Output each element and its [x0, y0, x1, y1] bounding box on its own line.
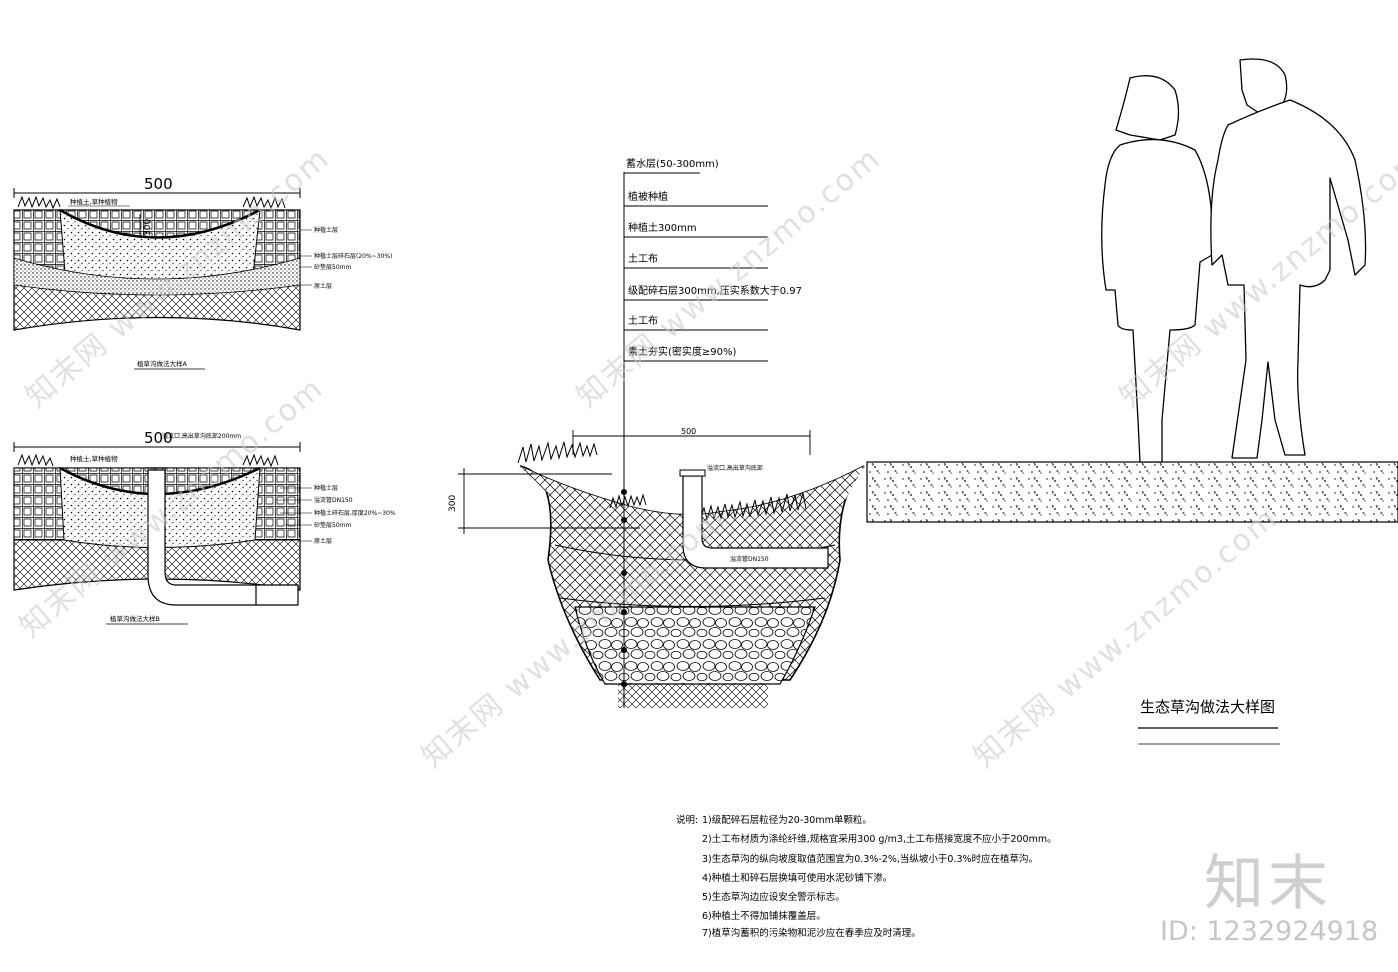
detail-b-dimension: 500 [144, 429, 173, 447]
main-leader-dots [621, 489, 627, 687]
detail-b-layer-label: 种植土碎石层,厚度20%~30% [314, 509, 396, 517]
detail-a-caption: 植草沟做法大样A [137, 359, 188, 368]
detail-b-layer-label: 种植土层 [314, 484, 338, 492]
detail-b-surface-label: 种植土,草种植物 [70, 454, 118, 463]
detail-b-layer-labels: 种植土层 溢流管DN150 种植土碎石层,厚度20%~30% 砂垫层50mm 原… [275, 484, 396, 545]
main-layer-label: 蓄水层(50-300mm) [626, 158, 719, 170]
detail-b-top-label: 溢流口,高出草沟底部200mm [162, 432, 241, 440]
detail-b-layer-label: 砂垫层50mm [314, 521, 351, 529]
main-layer-label: 植被种植 [628, 190, 668, 203]
design-notes: 说明: 1)级配碎石层粒径为20-30mm单颗粒。 2)土工布材质为涤纶纤维,规… [676, 811, 1057, 940]
image-id-watermark: ID: 1232924918 [1160, 916, 1379, 947]
drawing-title: 生态草沟做法大样图 [1140, 698, 1275, 716]
main-layer-labels: 蓄水层(50-300mm) 植被种植 种植土300mm 土工布 级配碎石层300… [626, 158, 802, 358]
detail-a-layer-labels: 种植土层 种植土层碎石层(20%~30%) 砂垫层50mm 原土层 [300, 226, 392, 290]
detail-b-layer-label: 原土层 [314, 537, 332, 545]
pavement-slab [866, 461, 1398, 523]
detail-a-layer-label: 砂垫层50mm [314, 263, 351, 271]
note-item: 5)生态草沟边应设安全警示标志。 [702, 892, 845, 904]
main-overflow-label: 溢流口,高出草沟底部 [707, 464, 763, 472]
detail-b-caption: 植草沟做法大样B [110, 614, 160, 623]
note-item: 1)级配碎石层粒径为20-30mm单颗粒。 [702, 815, 872, 826]
notes-list: 1)级配碎石层粒径为20-30mm单颗粒。 2)土工布材质为涤纶纤维,规格宜采用… [676, 811, 1057, 940]
note-item: 6)种植土不得加铺抹覆盖层。 [702, 911, 826, 923]
main-section: 溢流口,高出草沟底部 溢流管DN150 500 300 蓄水层(50-300mm… [448, 158, 865, 708]
main-layer-label: 土工布 [628, 314, 658, 327]
notes-heading: 说明: [676, 815, 699, 826]
note-item: 3)生态草沟的纵向坡度取值范围宜为0.3%-2%,当纵坡小于0.3%时应在植草沟… [702, 853, 1039, 865]
detail-b: 500 溢流口,高出草沟底部200mm 种植土,草种植物 种植土层 溢流管DN1… [13, 429, 396, 625]
note-item: 2)土工布材质为涤纶纤维,规格宜采用300 g/m3,土工布搭接宽度不应小于20… [702, 834, 1057, 846]
main-dimension-top: 500 [681, 427, 696, 436]
main-layer-label: 素土夯实(密实度≥90%) [628, 345, 737, 358]
people-figures [1101, 58, 1367, 463]
main-pipe-label: 溢流管DN150 [730, 555, 769, 563]
note-item: 7)植草沟蓄积的污染物和泥沙应在春季应及时清理。 [702, 927, 921, 939]
detail-a-layer-label: 原土层 [314, 282, 332, 290]
main-dimension-side: 300 [448, 495, 458, 512]
detail-a-layer-label: 种植土层碎石层(20%~30%) [314, 252, 392, 260]
detail-a-depth-dim: 300 [143, 219, 153, 236]
detail-a-surface-label: 种植土,草种植物 [70, 197, 118, 206]
note-item: 4)种植土和碎石层换填可使用水泥砂铺下渗。 [702, 872, 893, 884]
detail-a-dimension: 500 [144, 175, 173, 193]
detail-a: 500 300 种植土,草种植物 种植土层 种植土层碎石层(20%~30%) 砂… [13, 175, 392, 370]
detail-b-layer-label: 溢流管DN150 [314, 496, 353, 504]
brand-watermark: 知末 [1204, 849, 1332, 919]
detail-a-layer-label: 种植土层 [314, 226, 338, 234]
main-layer-label: 种植土300mm [628, 221, 697, 234]
main-layer-label: 土工布 [628, 252, 658, 265]
main-layer-label: 级配碎石层300mm,压实系数大于0.97 [628, 284, 802, 297]
